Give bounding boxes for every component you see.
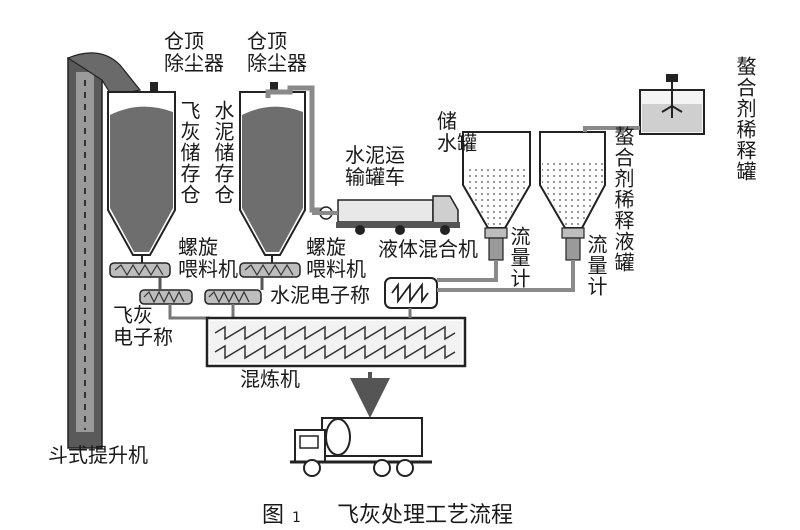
discharge-truck bbox=[290, 417, 432, 477]
liquid-mixer-label: 液体混合机 bbox=[378, 237, 478, 261]
mixer bbox=[205, 316, 467, 418]
flowmeter-label-2: 流量计 bbox=[584, 234, 608, 297]
screw-feeder-1 bbox=[109, 255, 171, 278]
liquid-mixer bbox=[384, 277, 438, 318]
fly-ash-scale bbox=[139, 277, 193, 305]
cement-truck bbox=[312, 195, 460, 235]
figure-prefix: 图 bbox=[262, 503, 285, 528]
chelant-dilution-tank bbox=[539, 131, 606, 261]
cement-silo bbox=[239, 82, 322, 256]
screw-feeder-label-1: 螺旋 喂料机 bbox=[178, 235, 238, 281]
dust-collector-label-2: 仓顶 除尘器 bbox=[247, 29, 307, 75]
water-tank-label: 储 水罐 bbox=[437, 109, 477, 155]
chelant-dilution-liquid-tank-label: 螯合剂稀释液罐 bbox=[611, 126, 635, 273]
fly-ash-silo bbox=[107, 82, 176, 256]
bucket-elevator-label: 斗式提升机 bbox=[48, 443, 148, 467]
figure-title: 飞灰处理工艺流程 bbox=[336, 503, 513, 528]
chelant-dilution-vessel bbox=[583, 74, 705, 135]
fly-ash-silo-label: 飞灰储存仓 bbox=[177, 100, 201, 205]
chelant-dilution-tank-label: 螯合剂稀释罐 bbox=[733, 56, 757, 182]
mixer-label: 混炼机 bbox=[240, 367, 300, 391]
dust-collector-label-1: 仓顶 除尘器 bbox=[164, 29, 224, 75]
cement-truck-label: 水泥运 输罐车 bbox=[345, 143, 405, 189]
cement-silo-label: 水泥储存仓 bbox=[211, 100, 235, 205]
screw-feeder-2 bbox=[239, 255, 301, 278]
figure-number: 1 bbox=[292, 510, 301, 526]
cement-scale-label: 水泥电子称 bbox=[270, 283, 370, 307]
bucket-elevator bbox=[66, 52, 142, 449]
water-tank bbox=[462, 131, 531, 261]
screw-feeder-label-2: 螺旋 喂料机 bbox=[306, 235, 366, 281]
cement-scale bbox=[204, 277, 264, 305]
flowmeter-label-1: 流量计 bbox=[507, 226, 531, 289]
fly-ash-scale-label: 飞灰 电子称 bbox=[113, 303, 173, 349]
